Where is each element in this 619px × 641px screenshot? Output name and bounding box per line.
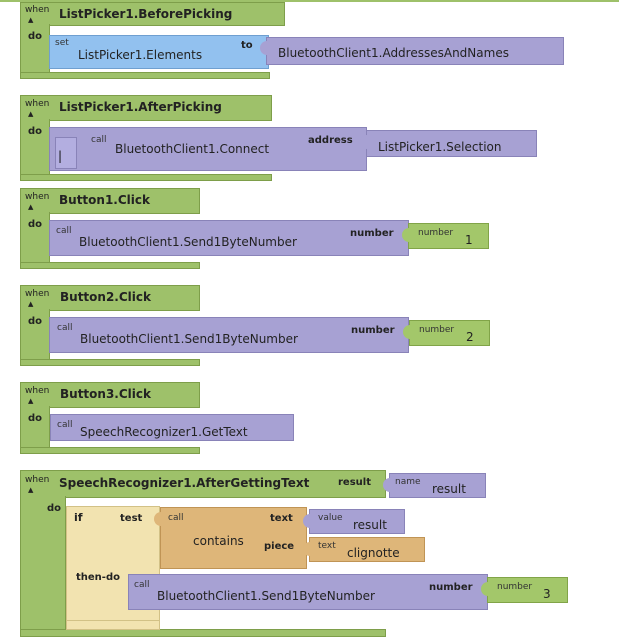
event-title: SpeechRecognizer1.AfterGettingText (59, 476, 310, 490)
set-label: set (55, 38, 69, 48)
when-label: when (25, 5, 50, 15)
number-literal-label: number (419, 325, 455, 335)
text-cursor-icon: | (58, 149, 63, 163)
text-param-label: text (270, 513, 293, 524)
do-label: do (28, 413, 43, 424)
number-value[interactable]: 1 (465, 233, 473, 247)
number-value[interactable]: 2 (466, 330, 474, 344)
getter-label: BluetoothClient1.AddressesAndNames (278, 46, 509, 60)
do-label: do (28, 316, 43, 327)
value-label: value (318, 513, 343, 523)
method-name: BluetoothClient1.Send1ByteNumber (79, 235, 297, 249)
if-block-bottom (66, 620, 160, 630)
socket-plug (360, 135, 368, 149)
value-result-getter[interactable] (309, 509, 405, 534)
addresses-and-names-getter[interactable] (266, 37, 564, 65)
method-name: BluetoothClient1.Connect (115, 142, 270, 156)
do-label: do (28, 219, 43, 230)
call-label: call (57, 323, 73, 333)
socket-plug (154, 512, 162, 526)
if-label: if (74, 511, 83, 524)
when-label: when (25, 475, 50, 485)
to-label: to (241, 40, 253, 51)
collapse-arrow-icon[interactable]: ▲ (28, 486, 34, 494)
result-name-block[interactable] (389, 473, 486, 498)
do-label: do (28, 126, 43, 137)
socket-plug (383, 478, 391, 492)
number-value[interactable]: 3 (543, 587, 551, 601)
collapse-arrow-icon[interactable]: ▲ (28, 203, 34, 211)
call-connect-block[interactable] (49, 127, 367, 171)
text-cursor-slot[interactable] (55, 137, 77, 169)
socket-plug (402, 228, 410, 242)
socket-plug (260, 41, 268, 55)
text-literal-label: text (318, 541, 336, 551)
property-name: ListPicker1.Elements (78, 48, 203, 62)
text-contains-block[interactable] (160, 507, 307, 569)
event-title: Button3.Click (60, 387, 151, 401)
event-title: Button1.Click (59, 193, 150, 207)
call-label: call (168, 513, 184, 523)
param-name-value[interactable]: result (432, 482, 466, 496)
call-send1bytenumber-block[interactable] (49, 220, 409, 256)
collapse-arrow-icon[interactable]: ▲ (28, 300, 34, 308)
set-property-block[interactable] (49, 35, 269, 69)
socket-plug (303, 542, 311, 556)
number-literal-label: number (497, 582, 533, 592)
call-label: call (57, 420, 73, 430)
number-param-label: number (351, 325, 395, 336)
collapse-arrow-icon[interactable]: ▲ (28, 16, 34, 24)
event-title: ListPicker1.BeforePicking (59, 7, 233, 21)
name-label: name (395, 477, 421, 487)
number-param-label: number (429, 582, 473, 593)
socket-plug (403, 325, 411, 339)
method-name: BluetoothClient1.Send1ByteNumber (157, 589, 375, 603)
call-gettext-block[interactable] (50, 414, 294, 441)
number-literal-label: number (418, 228, 454, 238)
socket-plug (303, 514, 311, 528)
collapse-arrow-icon[interactable]: ▲ (28, 110, 34, 118)
method-name: SpeechRecognizer1.GetText (80, 425, 248, 439)
getter-label: ListPicker1.Selection (378, 140, 502, 154)
method-name: BluetoothClient1.Send1ByteNumber (80, 332, 298, 346)
call-label: call (56, 226, 72, 236)
call-send1bytenumber-block[interactable] (49, 317, 409, 353)
when-label: when (25, 289, 50, 299)
do-label: do (28, 31, 43, 42)
number-literal-block[interactable] (487, 577, 568, 603)
address-label: address (308, 135, 353, 146)
event-title: Button2.Click (60, 290, 151, 304)
call-send1bytenumber-block[interactable] (128, 574, 488, 610)
call-label: call (91, 135, 107, 145)
do-label: do (47, 503, 62, 514)
listpicker-selection-getter[interactable] (366, 130, 537, 157)
call-label: call (134, 580, 150, 590)
value-result-text: result (353, 518, 387, 532)
text-literal-value[interactable]: clignotte (347, 546, 400, 560)
result-param-label: result (338, 477, 371, 488)
when-label: when (25, 192, 50, 202)
socket-plug (481, 582, 489, 596)
then-do-label: then-do (76, 572, 120, 583)
piece-param-label: piece (264, 541, 295, 552)
test-label: test (120, 513, 143, 524)
when-label: when (25, 99, 50, 109)
contains-label: contains (193, 534, 244, 548)
collapse-arrow-icon[interactable]: ▲ (28, 397, 34, 405)
number-param-label: number (350, 228, 394, 239)
number-literal-block[interactable] (408, 223, 489, 249)
when-label: when (25, 386, 50, 396)
text-literal-block[interactable] (309, 537, 425, 562)
event-title: ListPicker1.AfterPicking (59, 100, 222, 114)
